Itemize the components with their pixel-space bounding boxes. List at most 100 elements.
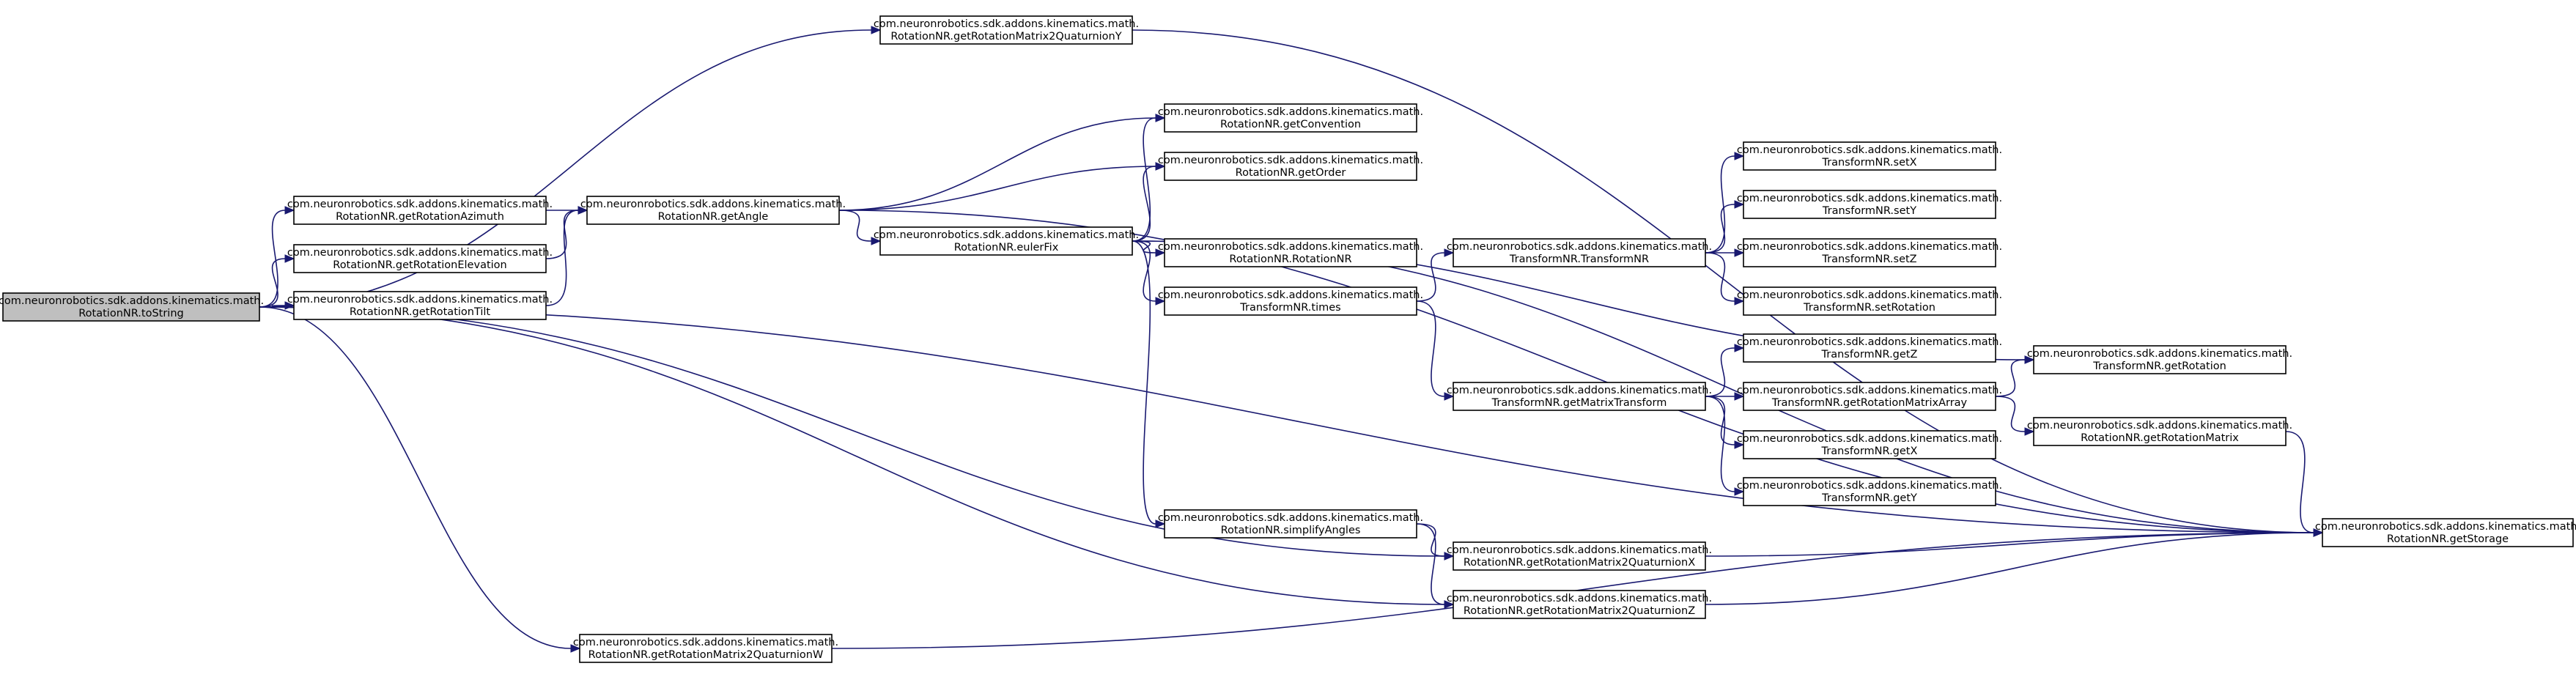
node-get-x[interactable]: com.neuronrobotics.sdk.addons.kinematics… xyxy=(1737,430,2002,459)
node-times[interactable]: com.neuronrobotics.sdk.addons.kinematics… xyxy=(1158,286,1423,316)
node-label-member: RotationNR.getRotationMatrix2QuaturnionZ xyxy=(1464,605,1695,617)
node-get-rotation[interactable]: com.neuronrobotics.sdk.addons.kinematics… xyxy=(2027,345,2292,374)
node-label-member: TransformNR.getRotation xyxy=(2092,360,2226,372)
node-label-member: RotationNR.getRotationMatrix2QuaturnionY xyxy=(890,31,1121,42)
node-label-package: com.neuronrobotics.sdk.addons.kinematics… xyxy=(1447,241,1712,253)
node-label-package: com.neuronrobotics.sdk.addons.kinematics… xyxy=(1158,155,1423,166)
node-set-x[interactable]: com.neuronrobotics.sdk.addons.kinematics… xyxy=(1737,141,2002,171)
node-box[interactable] xyxy=(1164,103,1417,133)
node-get-matrix-transform[interactable]: com.neuronrobotics.sdk.addons.kinematics… xyxy=(1447,382,1712,411)
node-label-package: com.neuronrobotics.sdk.addons.kinematics… xyxy=(287,199,553,210)
node-get-rotation-tilt[interactable]: com.neuronrobotics.sdk.addons.kinematics… xyxy=(287,291,553,320)
edge-line xyxy=(259,210,286,308)
arrow-head-icon xyxy=(1734,248,1745,257)
node-set-y[interactable]: com.neuronrobotics.sdk.addons.kinematics… xyxy=(1737,190,2002,219)
edge-line xyxy=(1416,523,1445,605)
node-simplify-angles[interactable]: com.neuronrobotics.sdk.addons.kinematics… xyxy=(1158,509,1423,539)
node-get-y[interactable]: com.neuronrobotics.sdk.addons.kinematics… xyxy=(1737,477,2002,506)
node-label-member: TransformNR.setY xyxy=(1822,205,1916,217)
node-box[interactable] xyxy=(586,196,840,225)
node-label-package: com.neuronrobotics.sdk.addons.kinematics… xyxy=(1737,480,2002,492)
node-box[interactable] xyxy=(1743,430,1996,459)
node-box[interactable] xyxy=(1164,238,1417,267)
edge-line xyxy=(1705,396,1735,445)
node-get-angle[interactable]: com.neuronrobotics.sdk.addons.kinematics… xyxy=(580,196,846,225)
node-get-rotation-matrix2-quaturnion-w[interactable]: com.neuronrobotics.sdk.addons.kinematics… xyxy=(573,634,838,663)
arrow-head-icon xyxy=(1444,600,1455,609)
node-get-rotation-azimuth[interactable]: com.neuronrobotics.sdk.addons.kinematics… xyxy=(287,196,553,225)
node-get-rotation-matrix2-quaturnion-z[interactable]: com.neuronrobotics.sdk.addons.kinematics… xyxy=(1447,590,1712,619)
node-get-rotation-matrix2-quaturnion-x[interactable]: com.neuronrobotics.sdk.addons.kinematics… xyxy=(1447,541,1712,571)
node-box[interactable] xyxy=(579,634,833,663)
node-label-member: RotationNR.getRotationMatrix2QuaturnionW xyxy=(588,649,824,661)
node-label-package: com.neuronrobotics.sdk.addons.kinematics… xyxy=(1158,512,1423,524)
node-box[interactable] xyxy=(1743,286,1996,316)
node-box[interactable] xyxy=(1743,190,1996,219)
node-box[interactable] xyxy=(879,15,1133,45)
arrow-head-icon xyxy=(1734,297,1745,306)
arrow-head-icon xyxy=(2024,427,2035,436)
node-label-member: TransformNR.getZ xyxy=(1821,349,1918,360)
node-rotation-nr[interactable]: com.neuronrobotics.sdk.addons.kinematics… xyxy=(1158,238,1423,267)
node-get-order[interactable]: com.neuronrobotics.sdk.addons.kinematics… xyxy=(1158,152,1423,181)
edge-transform-nr-to-set-x xyxy=(1705,152,1745,254)
node-get-rotation-matrix2-quaturnion-y[interactable]: com.neuronrobotics.sdk.addons.kinematics… xyxy=(874,15,1139,45)
node-box[interactable] xyxy=(293,196,547,225)
node-label-package: com.neuronrobotics.sdk.addons.kinematics… xyxy=(1158,241,1423,253)
node-label-package: com.neuronrobotics.sdk.addons.kinematics… xyxy=(580,199,846,210)
edge-line xyxy=(1995,359,2026,397)
node-box[interactable] xyxy=(1164,152,1417,181)
node-get-convention[interactable]: com.neuronrobotics.sdk.addons.kinematics… xyxy=(1158,103,1423,133)
arrow-head-icon xyxy=(1734,344,1745,352)
node-box[interactable] xyxy=(1164,509,1417,539)
node-box[interactable] xyxy=(1743,141,1996,171)
node-transform-nr[interactable]: com.neuronrobotics.sdk.addons.kinematics… xyxy=(1447,238,1712,267)
node-get-z[interactable]: com.neuronrobotics.sdk.addons.kinematics… xyxy=(1737,333,2002,363)
arrow-head-icon xyxy=(577,206,588,215)
arrow-head-icon xyxy=(1734,487,1745,496)
edge-line xyxy=(259,306,2314,533)
edge-line xyxy=(1705,347,1735,397)
node-box[interactable] xyxy=(1453,238,1706,267)
node-box[interactable] xyxy=(293,244,547,273)
edge-line xyxy=(1705,532,2314,605)
node-box[interactable] xyxy=(1164,286,1417,316)
node-box[interactable] xyxy=(1453,541,1706,571)
node-get-storage[interactable]: com.neuronrobotics.sdk.addons.kinematics… xyxy=(2315,518,2576,547)
node-box[interactable] xyxy=(2,292,260,322)
edge-euler-fix-to-get-storage xyxy=(1132,240,2324,537)
node-box[interactable] xyxy=(1743,477,1996,506)
node-get-rotation-elevation[interactable]: com.neuronrobotics.sdk.addons.kinematics… xyxy=(287,244,553,273)
node-box[interactable] xyxy=(1453,382,1706,411)
node-label-member: TransformNR.setZ xyxy=(1821,254,1916,265)
node-box[interactable] xyxy=(1743,382,1996,411)
arrow-head-icon xyxy=(1734,152,1745,160)
node-label-package: com.neuronrobotics.sdk.addons.kinematics… xyxy=(1158,106,1423,118)
node-box[interactable] xyxy=(879,226,1133,256)
node-set-rotation[interactable]: com.neuronrobotics.sdk.addons.kinematics… xyxy=(1737,286,2002,316)
node-label-member: RotationNR.toString xyxy=(78,308,184,319)
node-box[interactable] xyxy=(2033,345,2287,374)
node-label-member: RotationNR.getOrder xyxy=(1236,167,1346,179)
node-to-string[interactable]: com.neuronrobotics.sdk.addons.kinematics… xyxy=(0,292,264,322)
node-label-package: com.neuronrobotics.sdk.addons.kinematics… xyxy=(2315,521,2576,533)
node-box[interactable] xyxy=(1743,333,1996,363)
node-box[interactable] xyxy=(2322,518,2574,547)
node-euler-fix[interactable]: com.neuronrobotics.sdk.addons.kinematics… xyxy=(874,226,1139,256)
node-box[interactable] xyxy=(1743,238,1996,267)
node-label-member: TransformNR.getY xyxy=(1821,492,1917,504)
edge-to-string-to-get-rotation-matrix2-quaturnion-z xyxy=(259,306,1455,609)
node-box[interactable] xyxy=(2033,417,2287,446)
node-get-rotation-matrix[interactable]: com.neuronrobotics.sdk.addons.kinematics… xyxy=(2027,417,2292,446)
node-label-package: com.neuronrobotics.sdk.addons.kinematics… xyxy=(1158,289,1423,301)
edge-transform-nr-to-set-z xyxy=(1705,248,1745,257)
node-get-rotation-matrix-array[interactable]: com.neuronrobotics.sdk.addons.kinematics… xyxy=(1737,382,2002,411)
node-label-member: TransformNR.getRotationMatrixArray xyxy=(1771,397,1968,409)
node-label-member: RotationNR.getRotationAzimuth xyxy=(336,211,504,223)
node-box[interactable] xyxy=(293,291,547,320)
edge-line xyxy=(259,258,286,308)
edge-line xyxy=(1995,396,2026,432)
edge-line xyxy=(1705,396,1735,492)
node-box[interactable] xyxy=(1453,590,1706,619)
node-set-z[interactable]: com.neuronrobotics.sdk.addons.kinematics… xyxy=(1737,238,2002,267)
